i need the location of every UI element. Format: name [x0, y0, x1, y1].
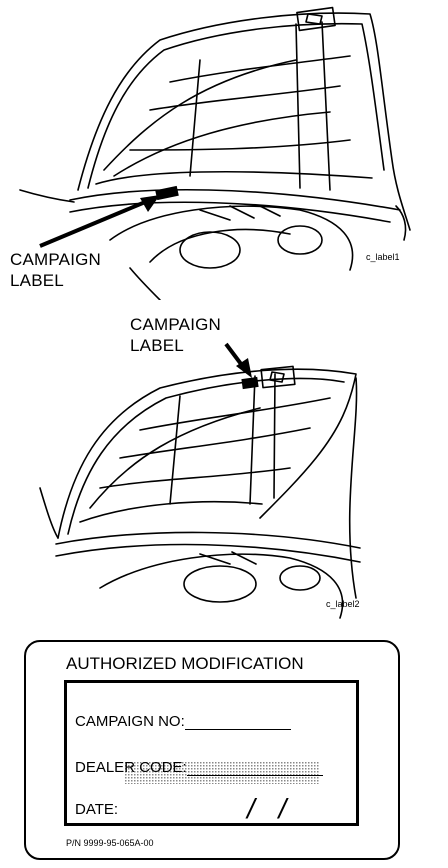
figure-id-2: c_label2	[326, 599, 360, 609]
callout-line-1: CAMPAIGN	[10, 250, 102, 269]
callout-line-1: CAMPAIGN	[130, 315, 222, 334]
figure-id-1: c_label1	[366, 252, 400, 262]
campaign-label-mark	[155, 185, 179, 201]
campaign-no-line	[184, 715, 291, 730]
callout-line-2: LABEL	[10, 271, 64, 290]
dealer-code-label: DEALER CODE:	[75, 759, 187, 776]
part-number: P/N 9999-95-065A-00	[66, 838, 154, 848]
label-frame: CAMPAIGN NO: DEALER CODE: DATE: / /	[64, 680, 359, 826]
hood-plate	[260, 365, 296, 389]
hood-outline	[77, 12, 411, 231]
campaign-no-field: CAMPAIGN NO:	[75, 713, 291, 730]
callout-campaign-label-2: CAMPAIGN LABEL	[130, 314, 260, 356]
campaign-label-mark	[241, 376, 259, 390]
date-label: DATE:	[75, 801, 119, 818]
dealer-code-dot-pattern	[125, 762, 320, 784]
hood-plate	[296, 6, 336, 32]
callout-arrow	[39, 198, 151, 248]
hood-illustration-1	[19, 6, 411, 300]
label-title: AUTHORIZED MODIFICATION	[66, 654, 304, 673]
date-slashes: / /	[247, 793, 295, 824]
date-field: DATE:	[75, 801, 118, 818]
hood-illustration-2	[39, 342, 361, 619]
campaign-label-card: AUTHORIZED MODIFICATION CAMPAIGN NO: DEA…	[24, 640, 400, 860]
dealer-code-line	[186, 761, 323, 776]
callout-line-2: LABEL	[130, 336, 184, 355]
callout-campaign-label-1: CAMPAIGN LABEL	[10, 249, 140, 291]
campaign-no-label: CAMPAIGN NO:	[75, 713, 185, 730]
hood-outline	[57, 368, 357, 539]
dealer-code-field: DEALER CODE:	[75, 759, 323, 776]
